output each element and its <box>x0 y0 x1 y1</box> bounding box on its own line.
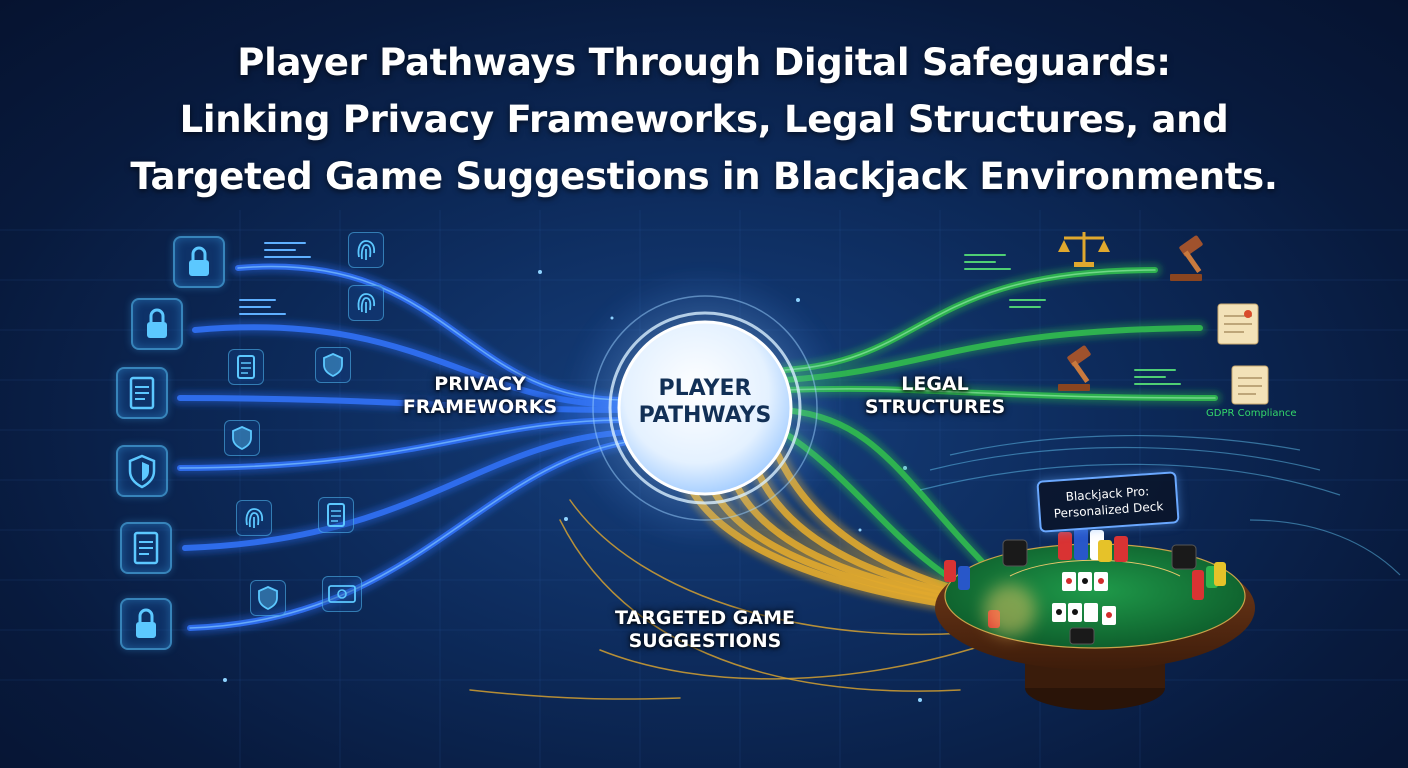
shield-icon <box>116 445 168 497</box>
fingerprint-icon <box>236 500 272 536</box>
document-icon <box>318 497 354 533</box>
scroll-icon <box>1217 303 1259 345</box>
legal-label-line-1: LEGAL <box>901 373 969 395</box>
scroll-icon <box>1231 365 1269 405</box>
scales-of-justice-icon <box>1058 232 1110 267</box>
hub-label-line-2: PATHWAYS <box>638 403 772 428</box>
player-pathways-hub <box>565 268 845 548</box>
title-line-2: Linking Privacy Frameworks, Legal Struct… <box>179 98 1229 141</box>
targeted-label-line-2: SUGGESTIONS <box>628 630 782 652</box>
hub-label-line-1: PLAYER <box>658 376 752 401</box>
table-sign: Blackjack Pro: Personalized Deck <box>1036 471 1180 533</box>
document-icon <box>116 367 168 419</box>
pathway-glow <box>984 584 1036 636</box>
playing-cards <box>1052 572 1116 625</box>
privacy-label-line-1: PRIVACY <box>434 373 526 395</box>
hub-label: PLAYER PATHWAYS <box>620 375 790 429</box>
shield-icon <box>224 420 260 456</box>
gavel-icon <box>1170 235 1203 281</box>
legal-structures-label: LEGAL STRUCTURES <box>830 373 1040 419</box>
data-dashes <box>239 242 1181 385</box>
page-title: Player Pathways Through Digital Safeguar… <box>0 34 1408 205</box>
privacy-frameworks-label: PRIVACY FRAMEWORKS <box>375 373 585 419</box>
table-arcs <box>919 434 1401 576</box>
privacy-label-line-2: FRAMEWORKS <box>402 396 558 418</box>
targeted-game-suggestions-label: TARGETED GAME SUGGESTIONS <box>580 607 830 653</box>
id-card-icon <box>322 576 362 612</box>
document-icon <box>120 522 172 574</box>
gavel-icon <box>1058 345 1091 391</box>
card-shoes <box>1002 539 1197 645</box>
shield-icon <box>250 580 286 616</box>
document-icon <box>228 349 264 385</box>
lock-icon <box>120 598 172 650</box>
legal-label-line-2: STRUCTURES <box>864 396 1006 418</box>
fingerprint-icon <box>348 285 384 321</box>
gdpr-compliance-note: GDPR Compliance <box>1206 408 1297 419</box>
fingerprint-icon <box>348 232 384 268</box>
lock-icon <box>131 298 183 350</box>
title-line-3: Targeted Game Suggestions in Blackjack E… <box>130 155 1278 198</box>
title-line-1: Player Pathways Through Digital Safeguar… <box>237 41 1171 84</box>
shield-icon <box>315 347 351 383</box>
targeted-label-line-1: TARGETED GAME <box>615 607 795 629</box>
lock-icon <box>173 236 225 288</box>
